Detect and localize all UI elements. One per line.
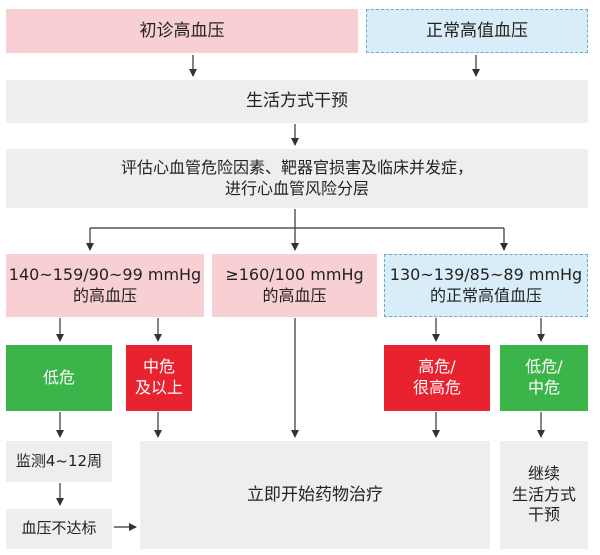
node-low-risk: 低危 (6, 345, 112, 411)
node-continue-lifestyle-line2: 生活方式 (511, 484, 576, 504)
node-bp-160-100-line2: 的高血压 (262, 285, 327, 305)
node-continue-lifestyle-line1: 继续 (527, 463, 560, 483)
node-normal-high-bp: 正常高值血压 (366, 9, 588, 53)
node-monitor-label: 监测4~12周 (15, 451, 103, 470)
node-bp-140-159-line2: 的高血压 (72, 285, 137, 305)
node-risk-assessment: 评估心血管危险因素、靶器官损害及临床并发症， 进行心血管风险分层 (6, 149, 588, 208)
node-bp-130-139-line2: 的正常高值血压 (429, 285, 542, 305)
node-initial-hypertension-label: 初诊高血压 (139, 20, 225, 41)
node-normal-high-bp-label: 正常高值血压 (426, 20, 528, 41)
node-mid-risk-above: 中危 及以上 (126, 345, 192, 411)
node-bp-160-100: ≥160/100 mmHg 的高血压 (212, 254, 377, 317)
node-risk-assessment-line1: 评估心血管危险因素、靶器官损害及临床并发症， (120, 157, 473, 177)
node-bp-140-159: 140~159/90~99 mmHg 的高血压 (6, 254, 204, 317)
node-bp-not-target-label: 血压不达标 (21, 519, 97, 538)
node-bp-130-139-line1: 130~139/85~89 mmHg (389, 264, 583, 284)
node-start-medication-label: 立即开始药物治疗 (247, 484, 383, 505)
node-risk-assessment-line2: 进行心血管风险分层 (224, 178, 369, 198)
node-mid-risk-above-line2: 及以上 (134, 378, 183, 397)
node-high-very-high-risk: 高危/ 很高危 (384, 345, 490, 411)
node-continue-lifestyle: 继续 生活方式 干预 (500, 441, 588, 549)
node-lifestyle-intervention-label: 生活方式干预 (246, 91, 348, 112)
node-high-very-high-risk-line2: 很高危 (412, 378, 461, 397)
node-low-mid-risk-line2: 中危 (527, 378, 560, 397)
node-low-mid-risk: 低危/ 中危 (500, 345, 588, 411)
node-start-medication: 立即开始药物治疗 (140, 441, 490, 549)
node-bp-140-159-line1: 140~159/90~99 mmHg (8, 264, 202, 284)
node-lifestyle-intervention: 生活方式干预 (6, 80, 588, 123)
node-bp-not-target: 血压不达标 (6, 509, 112, 549)
node-initial-hypertension: 初诊高血压 (6, 9, 358, 53)
node-low-risk-label: 低危 (42, 367, 75, 387)
node-high-very-high-risk-line1: 高危/ (418, 357, 456, 377)
node-bp-130-139: 130~139/85~89 mmHg 的正常高值血压 (384, 254, 588, 317)
node-mid-risk-above-line1: 中危 (142, 357, 175, 377)
node-bp-160-100-line1: ≥160/100 mmHg (225, 264, 364, 284)
node-low-mid-risk-line1: 低危/ (525, 357, 563, 377)
node-monitor: 监测4~12周 (6, 441, 112, 482)
node-continue-lifestyle-line3: 干预 (527, 505, 560, 525)
